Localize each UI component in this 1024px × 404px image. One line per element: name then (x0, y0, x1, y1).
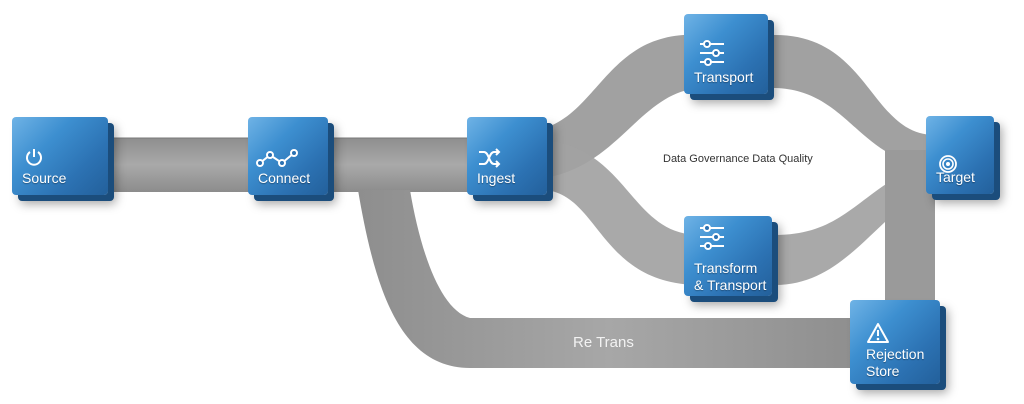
power-icon (26, 149, 42, 166)
rejection-label-line2: Store (866, 363, 900, 379)
source-label: Source (22, 170, 67, 186)
retrans-flow-band (358, 190, 860, 368)
ingest-label: Ingest (477, 170, 516, 186)
transform-label-line1: Transform (694, 260, 758, 276)
rejection-label: Rejection Store (866, 346, 924, 380)
shuffle-icon (479, 148, 501, 168)
connect-node[interactable]: Connect (248, 117, 328, 195)
sliders-icon (700, 224, 724, 250)
rejection-store-node[interactable]: Rejection Store (850, 300, 940, 384)
transform-label: Transform & Transport (694, 260, 766, 294)
upper-flow-band (545, 34, 935, 179)
transport-node[interactable]: Transport (684, 14, 768, 94)
sliders-icon (700, 40, 724, 66)
lower-flow-band (545, 140, 935, 285)
retrans-label: Re Trans (573, 334, 634, 351)
network-nodes-icon (256, 149, 298, 167)
target-node[interactable]: Target (926, 116, 994, 194)
connect-label: Connect (258, 170, 311, 186)
target-label: Target (936, 169, 975, 185)
transform-label-line2: & Transport (694, 277, 767, 293)
transport-label: Transport (694, 69, 754, 85)
ingest-node[interactable]: Ingest (467, 117, 547, 195)
data-governance-label: Data Governance Data Quality (663, 153, 813, 165)
target-icon (939, 155, 957, 173)
target-to-rejection-band (885, 150, 935, 310)
source-node[interactable]: Source (12, 117, 108, 195)
rejection-label-line1: Rejection (866, 346, 925, 362)
warning-icon (867, 323, 889, 343)
transform-node[interactable]: Transform & Transport (684, 216, 772, 296)
